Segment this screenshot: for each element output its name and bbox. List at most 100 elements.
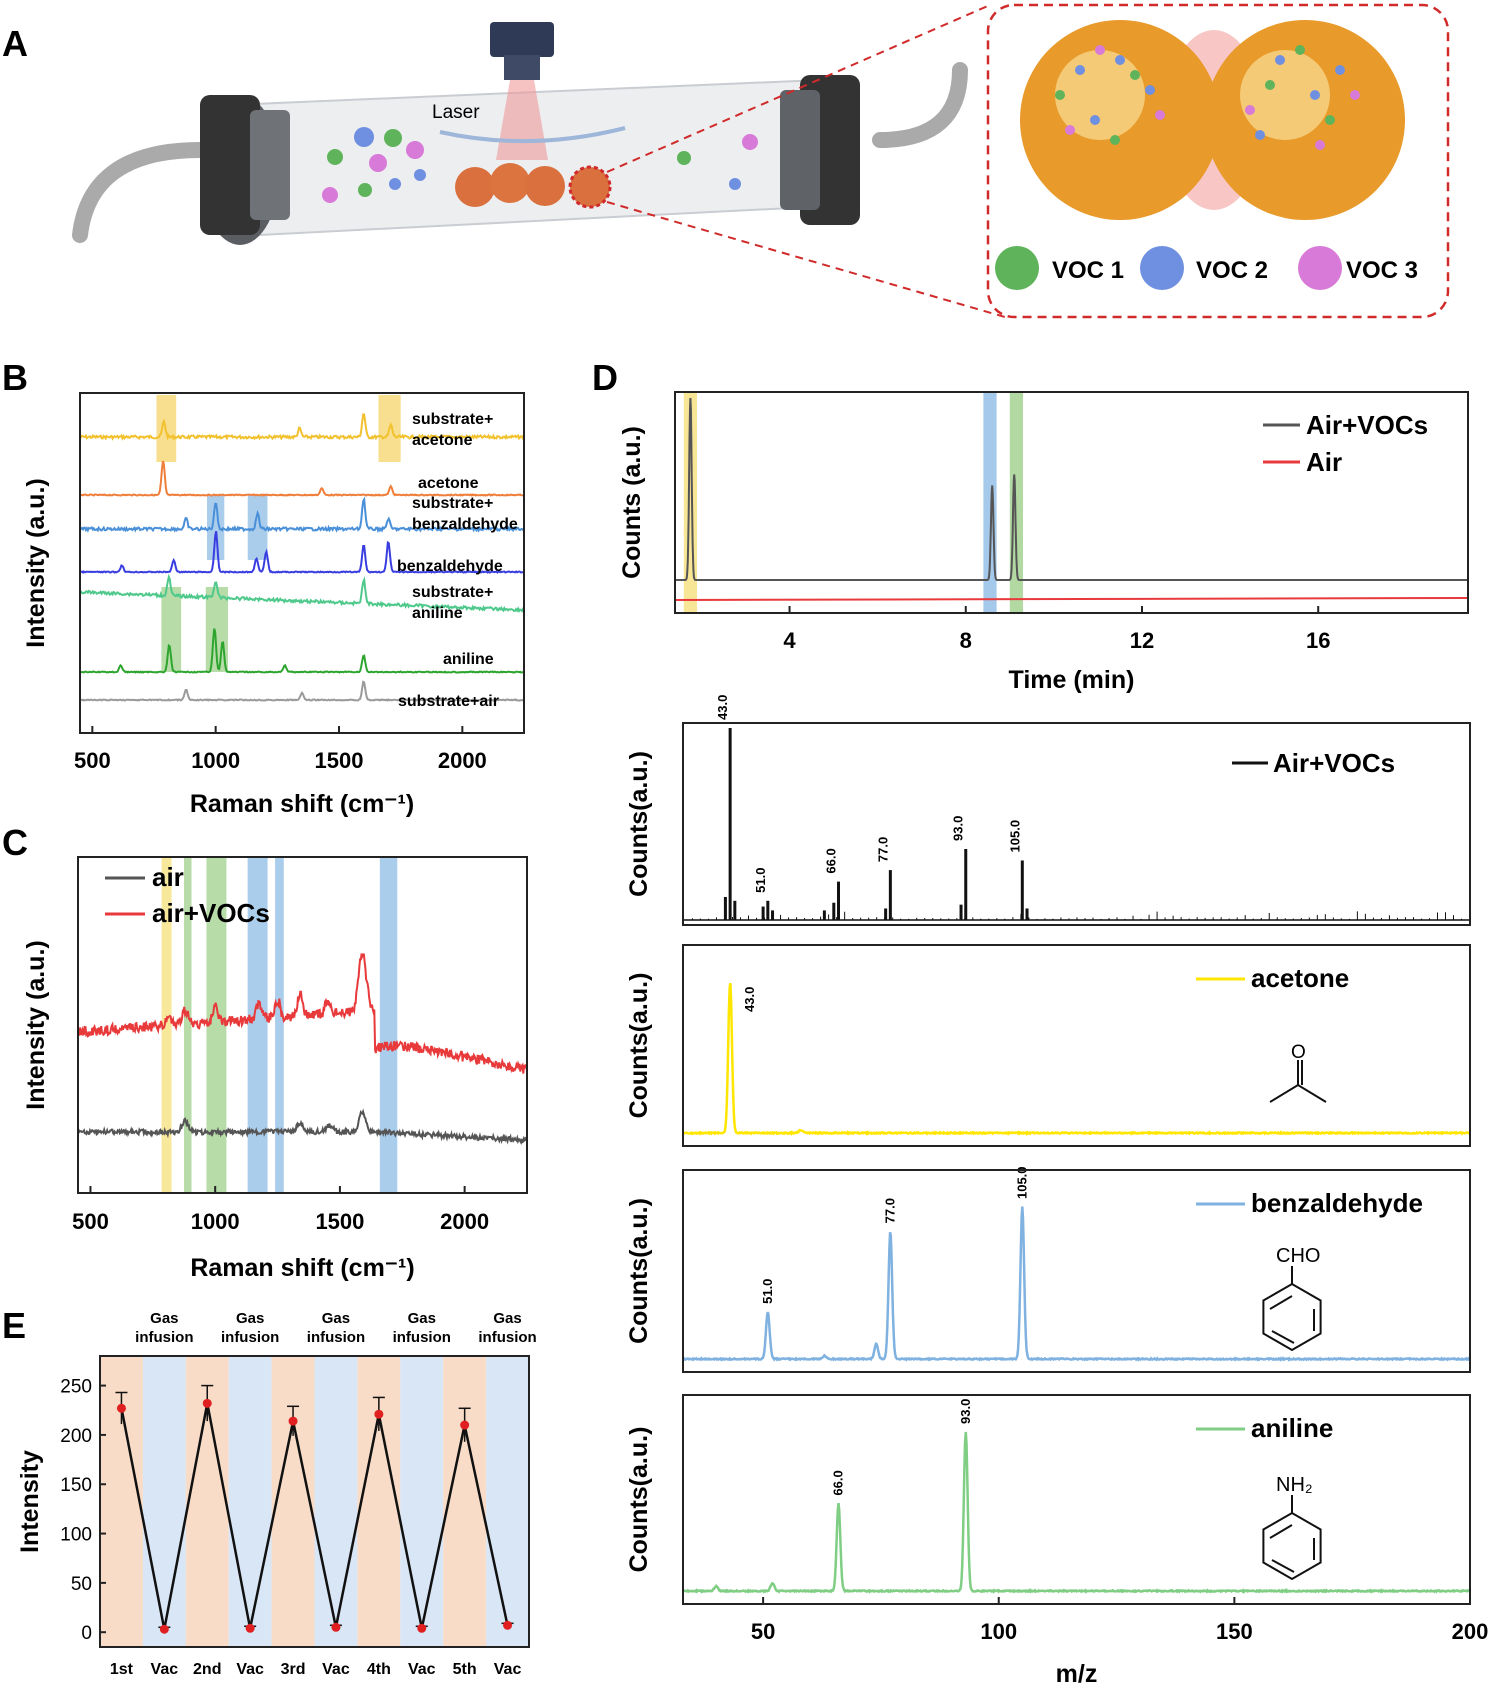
x-tick-label: 1st: [110, 1661, 134, 1678]
voc-1-marker: [995, 246, 1039, 290]
bond: [1269, 1060, 1327, 1103]
x-axis-label: m/z: [1056, 1660, 1098, 1683]
plot-frame: [674, 391, 1469, 614]
x-tick-label: Vac: [322, 1661, 350, 1678]
x-tick-label: Vac: [151, 1661, 179, 1678]
panel-label-e: E: [2, 1305, 26, 1346]
highlight-band: [206, 858, 227, 1192]
ring: [1262, 1282, 1322, 1352]
x-tick-label: 100: [980, 1619, 1017, 1644]
x-tick-label: 3rd: [281, 1661, 306, 1678]
data-point: [503, 1620, 513, 1630]
stage-band: [142, 1356, 186, 1647]
series-label: acetone: [418, 475, 479, 492]
stage-band: [400, 1356, 444, 1647]
ms-spectrum-line: [682, 982, 1471, 1136]
x-tick-label: 16: [1306, 628, 1330, 653]
laser-label: Laser: [432, 102, 480, 123]
highlight-band: [275, 858, 284, 1192]
peak-label: 105.0: [1007, 820, 1022, 853]
intensity-line: [120, 1403, 509, 1630]
plot-frame: [682, 1169, 1471, 1373]
highlight-band: [379, 858, 398, 1192]
raman-spectrum-line: [79, 413, 525, 441]
x-tick-label: 5th: [453, 1661, 477, 1678]
series-label: benzaldehyde: [397, 558, 503, 575]
highlight-band: [247, 858, 268, 1192]
plot-frame: [99, 1355, 530, 1648]
stage-band: [228, 1356, 272, 1647]
raman-spectrum-line-air-vocs: [77, 953, 528, 1074]
peak-label: 66.0: [824, 848, 839, 873]
data-point: [116, 1403, 126, 1413]
y-axis-label: Counts(a.u.): [625, 1427, 653, 1573]
x-tick-label: Vac: [236, 1661, 264, 1678]
x-tick-label: 12: [1130, 628, 1154, 653]
y-axis-label: Intensity (a.u.): [22, 478, 50, 647]
ms-spectrum-line: [682, 1431, 1471, 1594]
charts: substrate+acetoneacetonesubstrate+benzal…: [16, 391, 1488, 1683]
plot-frame: [682, 1394, 1471, 1605]
y-axis-label: Counts(a.u.): [625, 751, 653, 897]
x-tick-label: 2000: [440, 1209, 489, 1234]
raman-spectrum-line: [79, 530, 525, 574]
peak-label: 93.0: [958, 1399, 973, 1424]
peak-label: 93.0: [951, 816, 966, 841]
gas-cell-schematic: Laser: [72, 4, 1006, 318]
peak-label: 77.0: [882, 1198, 897, 1223]
x-tick-label: 50: [751, 1619, 775, 1644]
acetone-structure-icon: O: [1269, 1042, 1327, 1103]
ms-spectrum-line: [682, 1206, 1471, 1362]
x-tick-label: 150: [1216, 1619, 1253, 1644]
x-tick-label: 1000: [191, 748, 240, 773]
highlight-band: [205, 587, 228, 672]
highlight-band: [983, 393, 997, 612]
x-tick-label: 2nd: [193, 1661, 221, 1678]
y-tick-label: 100: [60, 1525, 92, 1546]
highlight-band: [247, 495, 268, 560]
peak-label: 66.0: [831, 1470, 846, 1495]
x-axis-label: Raman shift (cm⁻¹): [190, 790, 414, 818]
voc-3-label: VOC 3: [1346, 257, 1418, 284]
legend-label: acetone: [1251, 963, 1349, 993]
plot-frame: [79, 392, 525, 734]
highlight-band: [184, 858, 192, 1192]
raman-spectrum-line-air: [77, 1108, 528, 1145]
chromatogram-line-air-vocs: [675, 397, 1468, 581]
legend-label: air+VOCs: [152, 898, 270, 928]
y-tick-label: 0: [81, 1623, 92, 1644]
legend-label: Air+VOCs: [1306, 410, 1428, 440]
x-tick-label: 4th: [367, 1661, 391, 1678]
peak-label: 105.0: [1014, 1166, 1029, 1199]
legend-label: Air+VOCs: [1273, 748, 1395, 778]
voc-1-label: VOC 1: [1052, 257, 1124, 284]
voc-legend: VOC 1 VOC 2 VOC 3: [995, 246, 1418, 290]
double-bond: [1269, 1524, 1315, 1573]
data-point: [159, 1624, 169, 1634]
nanoparticle-zoom-inset: VOC 1 VOC 2 VOC 3: [986, 3, 1450, 319]
peak-label: 77.0: [875, 837, 890, 862]
legend-label: air: [152, 862, 184, 892]
x-tick-label: 1500: [315, 748, 364, 773]
x-tick-label: Vac: [408, 1661, 436, 1678]
highlight-band: [207, 495, 225, 560]
y-tick-label: 150: [60, 1475, 92, 1496]
series-label: aniline: [443, 651, 494, 668]
y-axis-label: Intensity (a.u.): [22, 940, 50, 1109]
panel-label-c: C: [2, 822, 28, 863]
data-point: [202, 1398, 212, 1408]
x-tick-label: 1500: [315, 1209, 364, 1234]
voc-2-marker: [1140, 246, 1184, 290]
stage-band: [486, 1356, 529, 1647]
x-tick-label: 500: [72, 1209, 109, 1234]
highlight-band: [161, 858, 172, 1192]
plot-frame: [682, 722, 1471, 926]
x-tick-label: 500: [74, 748, 111, 773]
series-label: substrate+air: [398, 693, 499, 710]
plot-frame: [77, 856, 528, 1194]
aniline-structure-icon: NH₂: [1262, 1474, 1322, 1581]
peak-label: 51.0: [760, 1279, 775, 1304]
highlight-band: [1009, 393, 1024, 612]
